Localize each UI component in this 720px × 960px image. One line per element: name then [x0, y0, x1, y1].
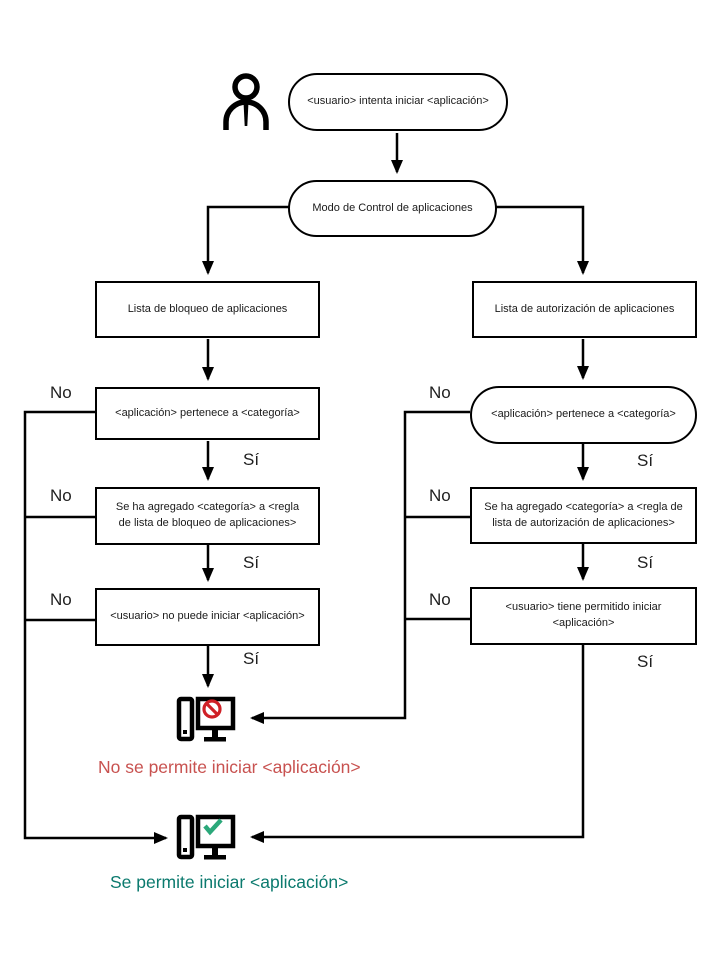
node-allow-user-label: <usuario> tiene permitido iniciar <aplic…: [505, 601, 662, 629]
node-deny-category: <aplicación> pertenece a <categoría>: [95, 387, 320, 440]
edge-label-si-allow-category: Sí: [637, 451, 654, 470]
node-deny-user-label: <usuario> no puede iniciar <aplicación>: [110, 610, 305, 623]
edge-label-no-deny-category: No: [50, 383, 72, 402]
edge-label-si-allow-rule: Sí: [637, 553, 654, 572]
edge-label-no-deny-rule: No: [50, 486, 72, 505]
user-icon: [223, 73, 269, 130]
node-control-mode-label: Modo de Control de aplicaciones: [312, 201, 473, 214]
node-allow-category-label: <aplicación> pertenece a <categoría>: [491, 408, 676, 421]
node-start-label: <usuario> intenta iniciar <aplicación>: [307, 95, 489, 108]
node-allow-rule-label: Se ha agregado <categoría> a <regla de l…: [484, 500, 683, 529]
edge-label-si-deny-user: Sí: [243, 649, 260, 668]
node-denylist-label: Lista de bloqueo de aplicaciones: [127, 302, 288, 315]
outcome-blocked-text: No se permite iniciar <aplicación>: [98, 757, 361, 777]
edge-label-si-deny-rule: Sí: [243, 553, 260, 572]
node-denylist: Lista de bloqueo de aplicaciones: [95, 281, 320, 338]
computer-allowed-icon: [176, 814, 236, 860]
edge-label-si-deny-category: Sí: [243, 450, 260, 469]
outcome-allowed-text: Se permite iniciar <aplicación>: [110, 872, 349, 892]
node-deny-rule: Se ha agregado <categoría> a <regla de l…: [95, 487, 320, 545]
edge-label-no-allow-rule: No: [429, 486, 451, 505]
node-allowlist-label: Lista de autorización de aplicaciones: [494, 302, 675, 315]
node-start: <usuario> intenta iniciar <aplicación>: [288, 73, 508, 131]
edge-label-no-allow-category: No: [429, 383, 451, 402]
node-allow-user: <usuario> tiene permitido iniciar <aplic…: [470, 587, 697, 645]
edge-label-no-deny-user: No: [50, 590, 72, 609]
edge-label-no-allow-user: No: [429, 590, 451, 609]
computer-blocked-icon: [176, 696, 236, 742]
node-allow-category: <aplicación> pertenece a <categoría>: [470, 386, 697, 444]
node-allowlist: Lista de autorización de aplicaciones: [472, 281, 697, 338]
edge-label-si-allow-user: Sí: [637, 652, 654, 671]
node-deny-rule-label: Se ha agregado <categoría> a <regla de l…: [115, 501, 300, 529]
node-deny-user: <usuario> no puede iniciar <aplicación>: [95, 588, 320, 646]
node-allow-rule: Se ha agregado <categoría> a <regla de l…: [470, 487, 697, 544]
node-control-mode: Modo de Control de aplicaciones: [288, 180, 497, 237]
node-deny-category-label: <aplicación> pertenece a <categoría>: [115, 406, 300, 419]
